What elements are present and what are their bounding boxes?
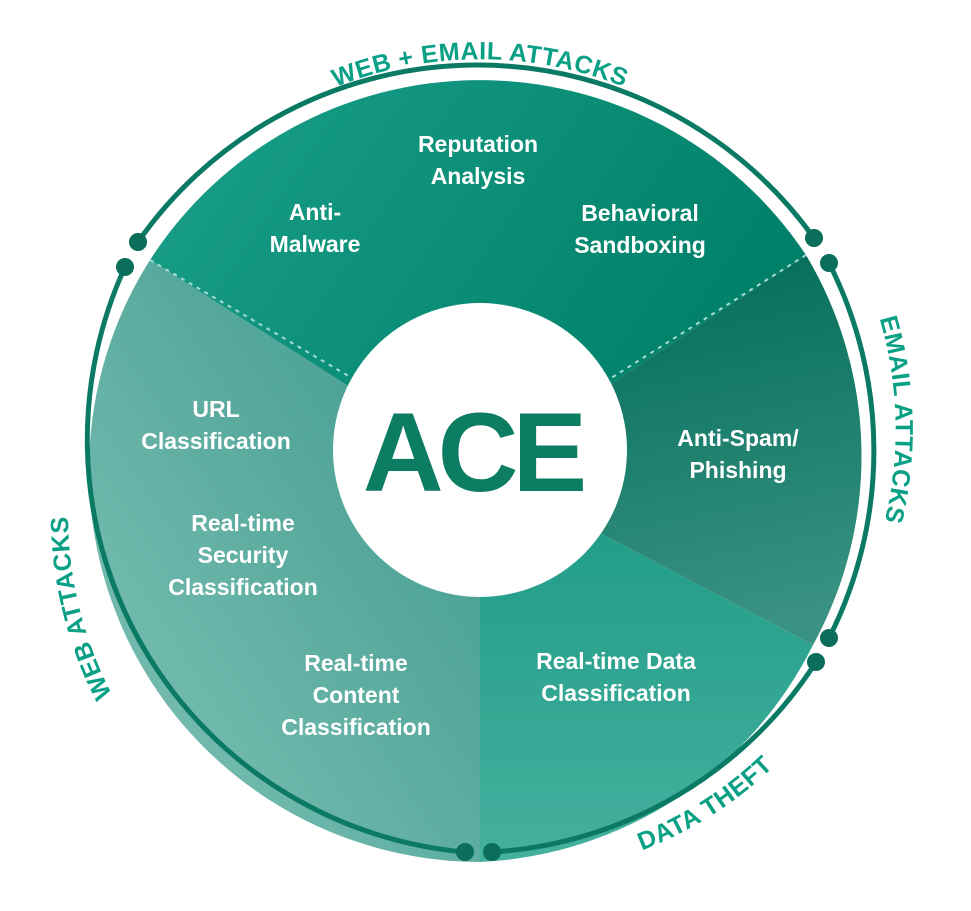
segment-right bbox=[480, 255, 862, 645]
segment-label-line: URL bbox=[192, 396, 239, 422]
ring-dot bbox=[456, 843, 474, 861]
center-label: ACE bbox=[363, 390, 584, 515]
ring-dot bbox=[483, 843, 501, 861]
ring-dot bbox=[820, 254, 838, 272]
segment-label-line: Malware bbox=[270, 231, 361, 257]
segment-label-line: Classification bbox=[141, 428, 291, 454]
divider-left bbox=[149, 259, 353, 379]
ring-arc-bottom bbox=[491, 660, 819, 855]
divider-right bbox=[607, 254, 807, 381]
segment-label-line: Anti-Spam/ bbox=[677, 425, 799, 451]
segment-label-line: Content bbox=[313, 682, 400, 708]
segment-label-line: Classification bbox=[541, 680, 691, 706]
ring-arc-top bbox=[135, 62, 817, 244]
segment-label-line: Real-time bbox=[191, 510, 295, 536]
segment-label-left-0: URL Classification bbox=[141, 396, 291, 454]
ring-arc-right bbox=[826, 261, 877, 640]
ring-dot bbox=[129, 233, 147, 251]
segment-label-line: Real-time bbox=[304, 650, 408, 676]
segment-label-line: Anti- bbox=[289, 199, 341, 225]
ring-dot bbox=[116, 258, 134, 276]
ring-dots bbox=[116, 229, 838, 861]
segment-label-line: Phishing bbox=[689, 457, 786, 483]
segment-top bbox=[150, 80, 806, 470]
segment-label-line: Behavioral bbox=[581, 200, 699, 226]
segment-label-line: Real-time Data bbox=[536, 648, 696, 674]
segment-label-line: Sandboxing bbox=[574, 232, 706, 258]
segment-label-line: Reputation bbox=[418, 131, 538, 157]
ring-arc-left bbox=[84, 265, 466, 855]
segment-label-right-0: Anti-Spam/Phishing bbox=[677, 425, 799, 483]
segment-label-line: Analysis bbox=[431, 163, 526, 189]
ring-dot bbox=[807, 653, 825, 671]
center-circle bbox=[333, 303, 627, 597]
segment-label-top-1: Anti- Malware bbox=[270, 199, 361, 257]
ring-dot bbox=[820, 629, 838, 647]
segment-label-line: Security bbox=[198, 542, 289, 568]
outer-ring bbox=[84, 62, 877, 855]
segment-label-line: Classification bbox=[168, 574, 318, 600]
ring-dot bbox=[805, 229, 823, 247]
arc-label-right: EMAIL ATTACKS bbox=[874, 313, 918, 527]
segment-label-line: Classification bbox=[281, 714, 431, 740]
